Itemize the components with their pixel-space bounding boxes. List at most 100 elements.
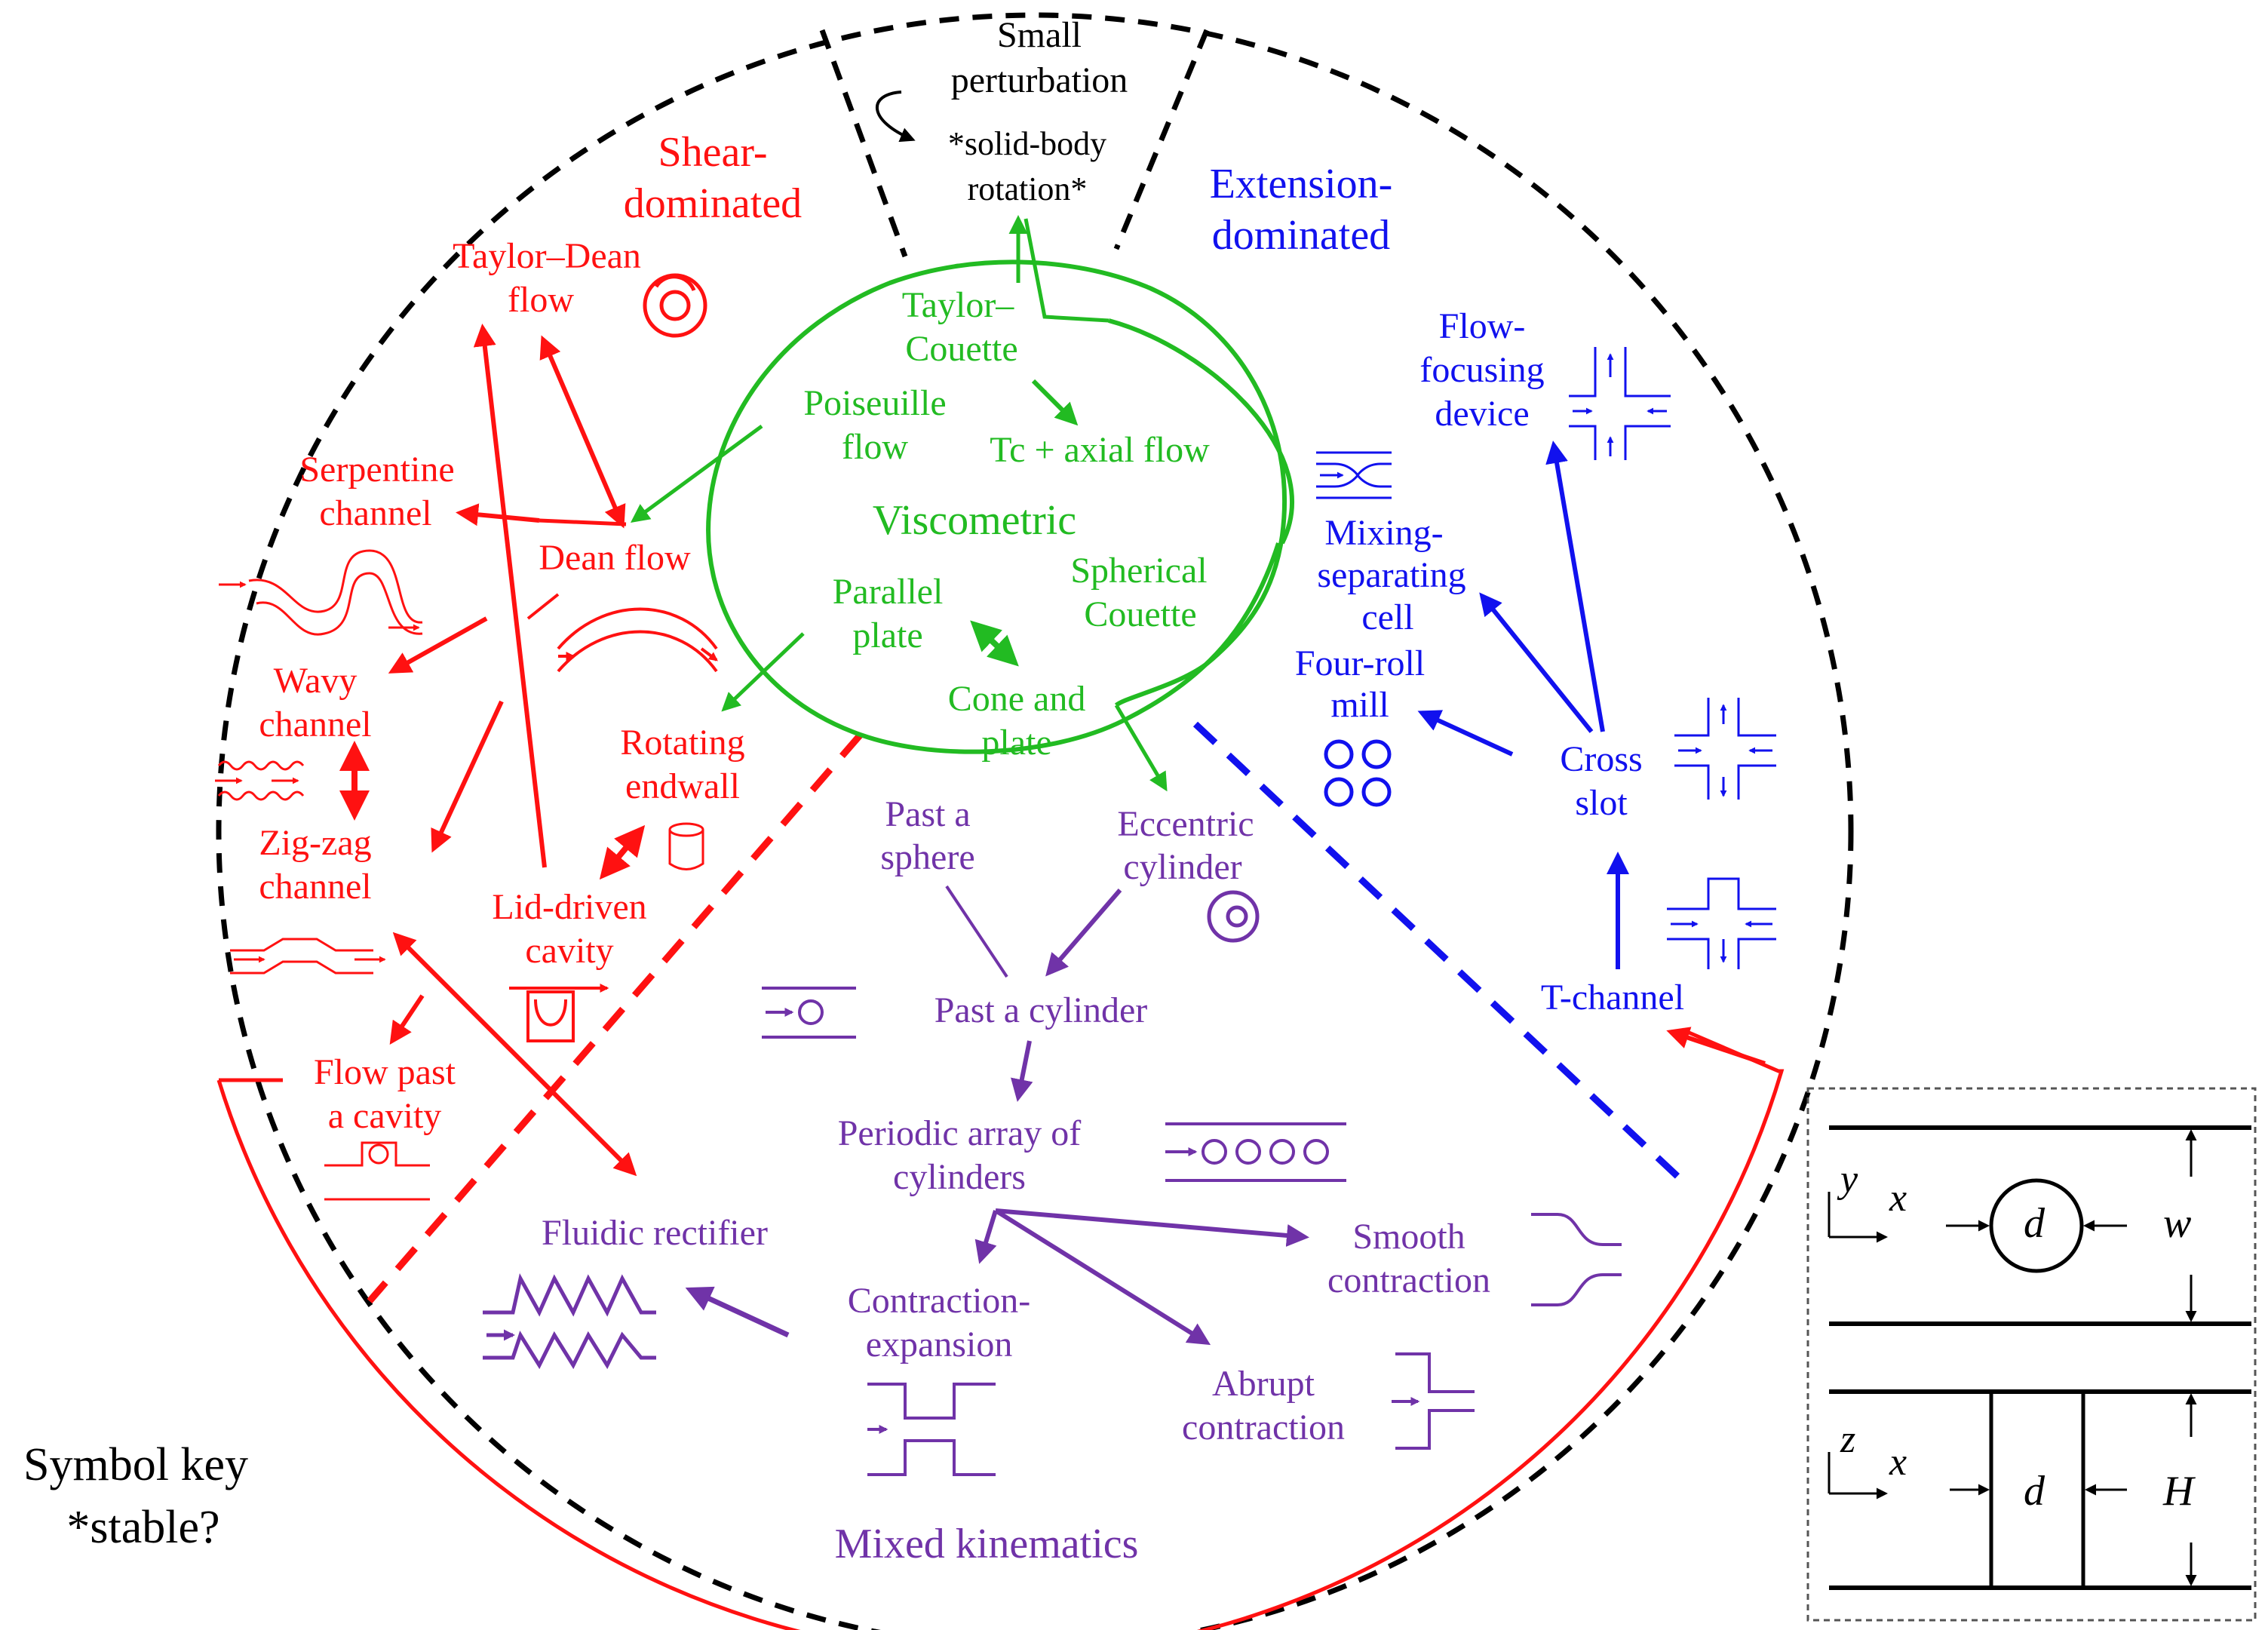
- taylor-couette-line1: Taylor–: [902, 285, 1015, 325]
- lid-driven-line1: Lid-driven: [492, 887, 646, 927]
- flow-focusing-line1: Flow-: [1439, 306, 1526, 346]
- arrow-tc-to-axial: [1031, 379, 1079, 426]
- arrow-zigzag-to-rectifier: [392, 932, 637, 1177]
- spherical-couette-line2: Couette: [1084, 594, 1196, 634]
- cavity-line2: a cavity: [328, 1096, 442, 1136]
- periodic-line1: Periodic array of: [838, 1113, 1082, 1153]
- inset-bottom-d-label: d: [2024, 1468, 2045, 1515]
- arrow-cylinder-to-periodic: [1010, 1040, 1033, 1102]
- mixing-line2: separating: [1317, 555, 1465, 595]
- lid-driven-line2: cavity: [525, 931, 613, 971]
- past-cylinder-label: Past a cylinder: [935, 990, 1148, 1030]
- wedge-divider-right: [1113, 29, 1210, 250]
- contraction-expansion-line1: Contraction-: [848, 1281, 1031, 1321]
- serpentine-line1: Serpentine: [299, 450, 454, 490]
- smooth-line1: Smooth: [1352, 1217, 1465, 1257]
- poiseuille-line1: Poiseuille: [803, 383, 946, 423]
- contraction-expansion-icon: [867, 1383, 996, 1476]
- eccentric-line1: Eccentric: [1117, 804, 1254, 844]
- cross-slot-icon: [1674, 698, 1776, 800]
- flow-focusing-line2: focusing: [1419, 350, 1544, 390]
- arrow-parallel-to-rotating: [721, 632, 805, 712]
- t-channel-icon: [1667, 877, 1776, 969]
- arrow-poiseuille-to-dean: [630, 424, 763, 523]
- rotating-endwall-line1: Rotating: [620, 723, 744, 763]
- smooth-line2: contraction: [1327, 1260, 1490, 1300]
- parallel-plate-line1: Parallel: [833, 572, 944, 612]
- wedge-divider-left: [819, 29, 908, 258]
- shear-heading-line1: Shear-: [658, 129, 767, 176]
- extension-heading-line1: Extension-: [1210, 161, 1393, 207]
- perturbation-curl-arrow: [875, 91, 916, 143]
- arrow-cross-to-mixing: [1479, 592, 1594, 733]
- periodic-array-icon: [1165, 1122, 1346, 1182]
- cone-plate-line1: Cone and: [948, 679, 1086, 719]
- abrupt-contraction-icon: [1392, 1352, 1475, 1450]
- solid-body-line1: *solid-body: [948, 125, 1106, 162]
- zigzag-line2: channel: [259, 867, 371, 907]
- arrow-periodic-to-smooth: [995, 1208, 1309, 1247]
- eccentric-cylinder-icon: [1207, 890, 1260, 943]
- arrow-rotating-lid: [599, 824, 646, 880]
- mixing-line1: Mixing-: [1324, 513, 1443, 553]
- inset-bottom-z-axis: z: [1840, 1418, 1855, 1461]
- flow-focusing-icon: [1569, 347, 1671, 460]
- arrow-cross-to-focusing: [1545, 440, 1605, 732]
- solid-body-line2: rotation*: [968, 170, 1088, 207]
- contraction-expansion-line2: expansion: [866, 1325, 1013, 1364]
- inset-top-w-label: w: [2163, 1200, 2191, 1247]
- outer-boundary-circle: [216, 12, 1854, 1630]
- mixing-line3: cell: [1361, 597, 1413, 637]
- four-roll-line1: Four-roll: [1295, 643, 1425, 683]
- abrupt-line2: contraction: [1182, 1407, 1345, 1447]
- taylor-couette-line2: Couette: [905, 329, 1017, 369]
- wavy-line2: channel: [259, 704, 371, 744]
- mixing-separating-icon: [1316, 451, 1392, 499]
- stable-arc-arrow: [1666, 1027, 1766, 1066]
- inset-top-d-label: d: [2024, 1200, 2045, 1247]
- abrupt-line1: Abrupt: [1212, 1364, 1315, 1404]
- mixed-heading: Mixed kinematics: [835, 1521, 1139, 1567]
- past-cylinder-icon: [762, 987, 856, 1039]
- arrow-green-loop-line: [1024, 218, 1109, 323]
- flow-focusing-line3: device: [1435, 394, 1529, 434]
- poiseuille-line2: flow: [842, 427, 908, 467]
- symbol-key-line2: *stable?: [66, 1502, 219, 1553]
- cavity-icon: [324, 1141, 430, 1201]
- dean-flow-label: Dean flow: [539, 538, 691, 578]
- arrow-to-cavity: [389, 994, 425, 1045]
- arrow-lid-to-taylor-dean: [473, 324, 547, 868]
- zigzag-line1: Zig-zag: [259, 823, 371, 863]
- fluidic-rectifier-icon: [483, 1273, 656, 1370]
- periodic-line2: cylinders: [893, 1157, 1026, 1197]
- arrow-dean-to-wavy: [388, 616, 488, 674]
- parallel-plate-line2: plate: [852, 615, 922, 655]
- shear-heading-line2: dominated: [624, 180, 802, 227]
- inset-bottom-x-axis: x: [1889, 1441, 1907, 1484]
- taylor-dean-icon: [643, 273, 707, 338]
- cavity-line1: Flow past: [314, 1052, 456, 1092]
- serpentine-icon: [219, 549, 423, 636]
- symbol-key-line1: Symbol key: [23, 1439, 248, 1490]
- arrow-taylor-dean-to-dean: [539, 335, 626, 529]
- arrow-parallel-cone: [970, 620, 1019, 667]
- dean-small-tick: [526, 593, 560, 620]
- spherical-couette-line1: Spherical: [1070, 551, 1207, 591]
- dean-side-tick: [539, 518, 627, 526]
- wavy-channel-icon: [215, 760, 305, 801]
- sphere-line1: Past a: [885, 794, 970, 834]
- arrow-periodic-to-contraction: [974, 1210, 998, 1264]
- arrow-dean-to-zigzag: [431, 700, 504, 853]
- serpentine-line2: channel: [319, 493, 431, 533]
- extension-heading-line2: dominated: [1212, 212, 1390, 259]
- four-roll-mill-icon: [1324, 739, 1392, 807]
- rectifier-label: Fluidic rectifier: [542, 1213, 768, 1253]
- taylor-dean-line1: Taylor–Dean: [453, 236, 641, 276]
- inset-top-x-axis: x: [1889, 1177, 1907, 1220]
- sphere-line2: sphere: [880, 837, 974, 877]
- arrow-dean-to-serpentine: [456, 503, 540, 526]
- extension-mixed-divider: [1192, 721, 1685, 1183]
- four-roll-line2: mill: [1330, 685, 1389, 725]
- viscometric-loop: [706, 259, 1294, 754]
